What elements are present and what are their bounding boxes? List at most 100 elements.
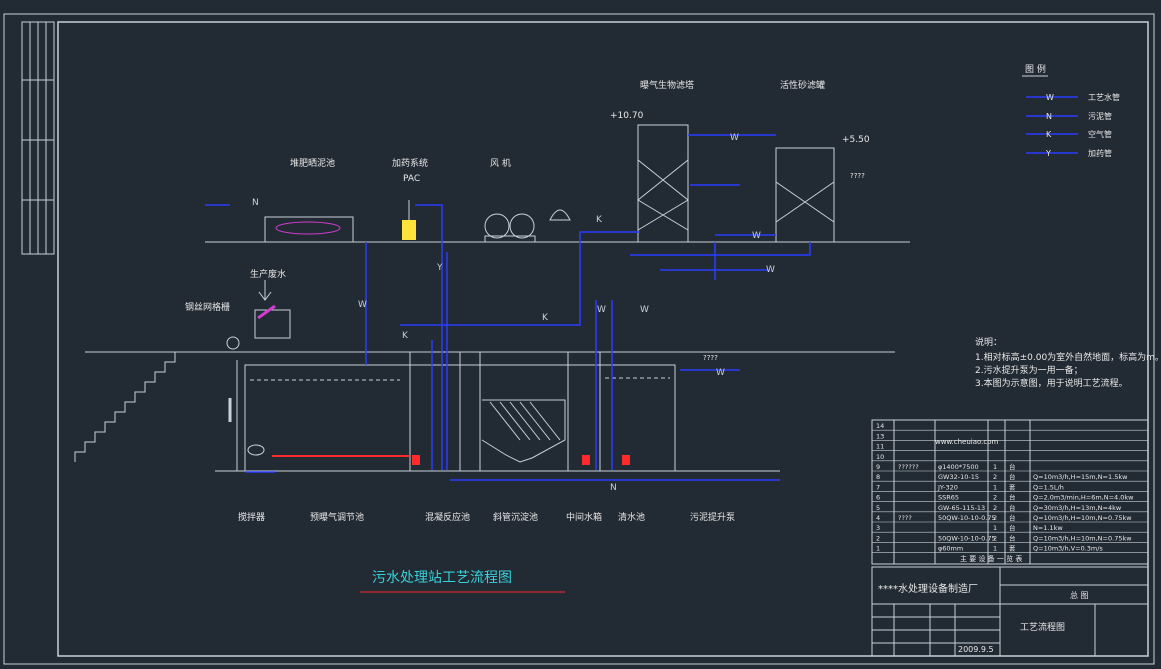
svg-text:空气管: 空气管 <box>1088 129 1112 139</box>
table-cell-spec: SSR65 <box>938 494 959 502</box>
table-cell-unit: 台 <box>1009 533 1016 542</box>
pipe-letter-w4: W <box>730 133 739 143</box>
table-cell-no: 8 <box>876 473 880 481</box>
elevation-2: +5.50 <box>842 135 870 145</box>
tank-label-1: 预曝气调节池 <box>310 511 364 523</box>
notes: 说明： 1.相对标高±0.00为室外自然地面，标高为m。 2.污水提升泵为一用一… <box>975 336 1161 389</box>
table-cell-spec: GW32-10-15 <box>938 473 979 481</box>
inlet-arrow-icon <box>258 280 272 301</box>
title-block-text: ****水处理设备制造厂 工艺流程图 总 图 2009.9.5 <box>878 582 1089 654</box>
tank-label-4: 中间水箱 <box>566 511 602 523</box>
dosing-unit <box>402 200 416 240</box>
table-cell-spec: JY-320 <box>937 483 958 491</box>
table-cell-no: 4 <box>876 514 880 522</box>
sand-filter <box>775 147 835 243</box>
pipe-letter-w6: W <box>766 265 775 275</box>
table-cell-remark: Q=10m3/h,H=10m,N=0.75kw <box>1033 534 1132 542</box>
label-source-water: 生产废水 <box>250 268 286 280</box>
table-cell-qty: 1 <box>993 463 997 471</box>
table-cell-remark: Q=30m3/h,H=13m,N=4kw <box>1033 504 1122 512</box>
tank-label-0: 搅拌器 <box>238 511 265 523</box>
stairs <box>74 352 176 462</box>
legend-item-3: Y 加药管 <box>1026 148 1112 158</box>
table-cell-spec: 50QW-10-10-0.75 <box>938 534 996 542</box>
table-cell-qty: 1 <box>993 524 997 532</box>
svg-text:N: N <box>1046 112 1052 121</box>
table-cell-unit: 台 <box>1009 472 1016 481</box>
tank-label-6: 污泥提升泵 <box>690 511 735 523</box>
table-url-row: www.cheuiao.com <box>935 438 999 446</box>
table-cell-no: 3 <box>876 524 880 532</box>
table-cell-unit: 台 <box>1009 462 1016 471</box>
binding-strip <box>21 21 55 255</box>
table-cell-no: 1 <box>876 545 880 553</box>
label-sludge-pond: 堆肥晒泥池 <box>290 157 335 169</box>
table-cell-qty: 1 <box>993 483 997 491</box>
legend-item-1: N 污泥管 <box>1026 111 1112 121</box>
tank-label-3: 斜管沉淀池 <box>493 511 538 523</box>
blower-icon <box>484 209 571 243</box>
table-cell-spec: GW-65-115-13 <box>938 504 985 512</box>
table-cell-qty: 1 <box>993 545 997 553</box>
label-sandfilter: 活性砂滤罐 <box>780 79 825 91</box>
svg-text:污泥管: 污泥管 <box>1088 111 1112 121</box>
table-cell-remark: Q=10m3/h,V=0.3m/s <box>1033 545 1103 553</box>
table-cell-no: 2 <box>876 534 880 542</box>
water-levels <box>250 377 670 381</box>
title-block <box>871 566 1149 657</box>
ground-lines <box>85 241 910 472</box>
drawing-title: 污水处理站工艺流程图 <box>372 570 512 586</box>
table-cell-qty: 2 <box>993 494 997 502</box>
table-cell-qty: 2 <box>993 504 997 512</box>
pipe-letter-k3: K <box>596 215 603 225</box>
table-cell-remark: Q=10m3/h,H=15m,N=1.5kw <box>1033 473 1128 481</box>
label-screen: 钢丝网格栅 <box>185 301 230 313</box>
tank-label-2: 混凝反应池 <box>425 511 470 523</box>
table-cell-no: 14 <box>876 422 884 430</box>
company-name: ****水处理设备制造厂 <box>878 582 978 595</box>
legend-title: 图 例 <box>1025 63 1046 75</box>
table-cell-qty: 2 <box>993 534 997 542</box>
notes-line-1: 2.污水提升泵为一用一备； <box>975 364 1083 376</box>
table-cell-name: ???? <box>898 514 912 522</box>
svg-text:Y: Y <box>1045 149 1051 158</box>
table-cell-qty: 2 <box>993 514 997 522</box>
pipe-letter-w1: W <box>358 300 367 310</box>
notes-line-2: 3.本图为示意图，用于说明工艺流程。 <box>975 377 1128 389</box>
pipe-letter-w2: W <box>597 305 606 315</box>
table-cell-no: 7 <box>876 483 880 491</box>
tank-label-row: 搅拌器 预曝气调节池 混凝反应池 斜管沉淀池 中间水箱 清水池 污泥提升泵 <box>238 511 735 523</box>
svg-text:W: W <box>1046 93 1054 102</box>
table-cell-no: 11 <box>876 443 884 451</box>
sheet-outer-frame <box>3 13 1155 665</box>
table-cell-spec: 50QW-10-10-0.75 <box>938 514 996 522</box>
table-cell-remark: N=1.1kw <box>1033 524 1063 532</box>
pump-icons <box>412 455 630 465</box>
label-biofilter: 曝气生物滤塔 <box>640 79 694 91</box>
mark-1: ???? <box>850 172 865 180</box>
biofilter-tower <box>637 124 689 243</box>
pipe-letter-k2: K <box>542 313 549 323</box>
table-cell-no: 5 <box>876 504 880 512</box>
label-blower: 风 机 <box>490 157 511 169</box>
equipment-table <box>871 419 1149 565</box>
mixer-icon <box>228 398 265 456</box>
table-cell-unit: 套 <box>1009 482 1016 491</box>
table-caption: 主 要 设 备 一 览 表 <box>960 554 1022 563</box>
label-dosing: 加药系统 <box>392 157 428 169</box>
svg-text:工艺水管: 工艺水管 <box>1088 92 1120 102</box>
label-pac: PAC <box>403 174 420 184</box>
screen-icon <box>226 304 291 350</box>
elevation-1: +10.70 <box>610 111 644 121</box>
drawing-name: 工艺流程图 <box>1020 621 1065 633</box>
pipe-letter-y1: Y <box>436 263 443 273</box>
legend-item-0: W 工艺水管 <box>1026 92 1120 102</box>
tank-block <box>236 352 676 472</box>
table-cell-remark: Q=2.0m3/min,H=6m,N=4.0kw <box>1033 494 1134 502</box>
drawing-sub: 总 图 <box>1070 590 1089 600</box>
table-cell-no: 10 <box>876 453 884 461</box>
sludge-drying-pond <box>264 216 354 243</box>
pipe-letters: N W Y K K K W W W W W W N <box>252 133 775 493</box>
table-cell-name: ?????? <box>898 463 919 471</box>
process-pipes <box>205 134 811 481</box>
